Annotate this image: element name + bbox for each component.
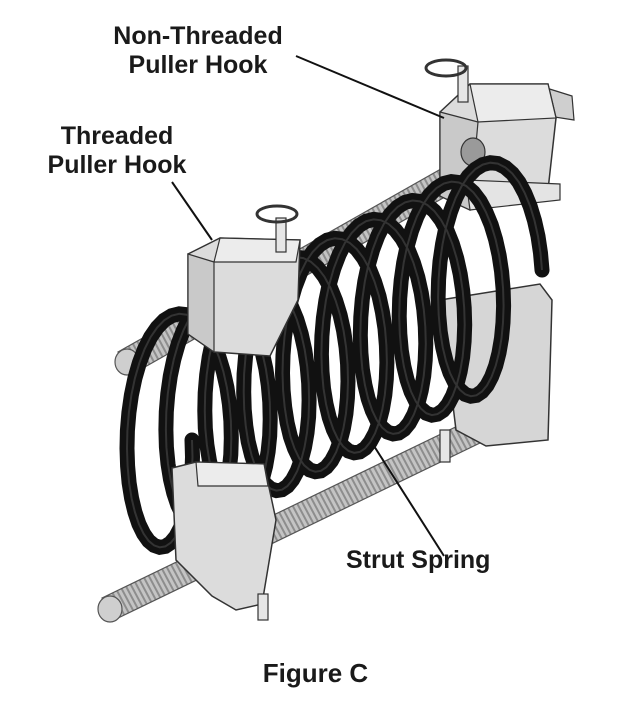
label-strut-spring: Strut Spring: [346, 546, 491, 574]
strut-spring: [119, 155, 550, 556]
figure-caption: Figure C: [262, 658, 369, 688]
leader-threaded: [171, 181, 213, 241]
leader-strut-spring: [373, 445, 445, 557]
leader-lines: [171, 55, 445, 557]
label-non-threaded-line2: Puller Hook: [128, 51, 268, 79]
threaded-puller-hook: [171, 204, 301, 621]
label-non-threaded-puller-hook: Non-Threaded Puller Hook: [98, 22, 298, 80]
label-threaded-puller-hook: Threaded Puller Hook: [36, 122, 198, 180]
label-threaded-line1: Threaded: [60, 122, 174, 150]
spring-coil-highlight: [125, 161, 543, 549]
label-threaded-line2: Puller Hook: [47, 151, 187, 179]
leader-non-threaded: [295, 55, 445, 119]
label-non-threaded-line1: Non-Threaded: [113, 22, 283, 50]
